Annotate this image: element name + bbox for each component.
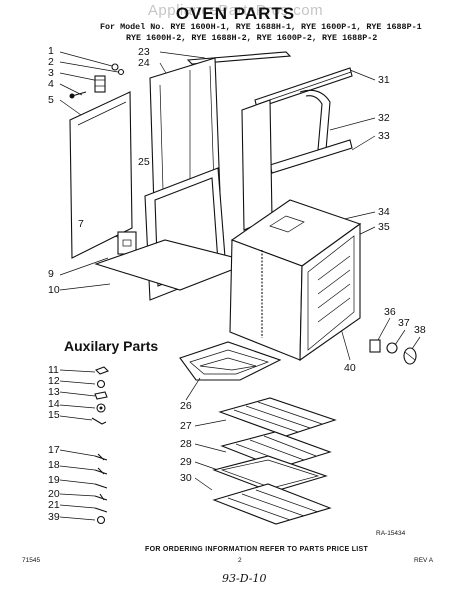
callout-17: 17: [48, 444, 60, 456]
callout-28: 28: [180, 438, 192, 450]
hinge-hardware: [69, 63, 125, 99]
callout-37: 37: [398, 317, 410, 329]
model-list-line-1: For Model No. RYE 1600H-1, RYE 1688H-1, …: [100, 22, 422, 32]
callout-38: 38: [414, 324, 426, 336]
callout-10: 10: [48, 284, 60, 296]
footer-revision: REV A: [414, 557, 434, 564]
diagram-code: RA-15434: [376, 530, 406, 537]
callout-20: 20: [48, 488, 60, 500]
callout-39: 39: [48, 511, 60, 523]
callout-19: 19: [48, 474, 60, 486]
callout-36: 36: [384, 306, 396, 318]
callout-29: 29: [180, 456, 192, 468]
callout-1: 1: [48, 45, 54, 57]
callout-5: 5: [48, 94, 54, 106]
callout-3: 3: [48, 67, 54, 79]
diagram-title: OVEN PARTS: [175, 4, 296, 23]
callout-2: 2: [48, 56, 54, 68]
callout-27: 27: [180, 420, 192, 432]
callout-12: 12: [48, 375, 60, 387]
callout-11: 11: [48, 364, 59, 376]
oven-cavity: [229, 199, 362, 362]
callout-21: 21: [48, 499, 60, 511]
footer-left-code: 71545: [22, 557, 41, 564]
callout-24: 24: [138, 57, 150, 69]
callout-26: 26: [180, 400, 192, 412]
callout-34: 34: [378, 206, 390, 218]
callout-32: 32: [378, 112, 390, 124]
rear-wall: [241, 99, 273, 231]
callout-13: 13: [48, 386, 60, 398]
handwritten-note: 93-D-10: [222, 572, 267, 585]
callout-25: 25: [138, 156, 150, 168]
callout-23: 23: [138, 46, 150, 58]
bake-element: [179, 341, 282, 381]
callout-14: 14: [48, 398, 60, 410]
callout-40: 40: [344, 362, 356, 374]
auxiliary-parts-heading: Auxilary Parts: [64, 338, 159, 354]
oven-light-assembly: [369, 339, 417, 365]
callout-35: 35: [378, 221, 390, 233]
side-panel: [69, 91, 133, 259]
callout-31: 31: [378, 74, 390, 86]
footer-page-number: 2: [238, 557, 242, 564]
watermark-text: AppliancePartsPros.com: [147, 2, 324, 19]
support-rail: [269, 139, 353, 174]
callout-18: 18: [48, 459, 60, 471]
callout-15: 15: [48, 409, 60, 421]
broiler-pan: [212, 455, 328, 493]
callout-30: 30: [180, 472, 192, 484]
callout-7: 7: [78, 218, 84, 230]
lower-rack: [212, 483, 332, 525]
callout-9: 9: [48, 268, 54, 280]
callout-4: 4: [48, 78, 54, 90]
footer-ordering-instruction: FOR ORDERING INFORMATION REFER TO PARTS …: [145, 546, 369, 553]
callout-33: 33: [378, 130, 390, 142]
model-list-line-2: RYE 1600H-2, RYE 1688H-2, RYE 1600P-2, R…: [126, 33, 378, 43]
auxiliary-hardware: [91, 366, 109, 525]
